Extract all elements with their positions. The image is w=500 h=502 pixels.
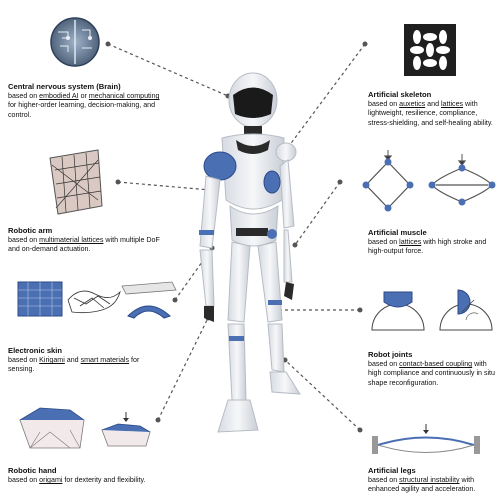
folded-origami-icon <box>101 412 151 447</box>
smart-materials-link[interactable]: smart materials <box>80 356 130 365</box>
embodied-ai-link[interactable]: embodied AI <box>39 92 79 101</box>
flat-plate-icon <box>121 281 177 295</box>
skeleton-title: Artificial skeleton <box>368 90 432 99</box>
origami-tower-icon <box>19 407 85 449</box>
structural-instability-link[interactable]: structural instability <box>399 476 460 485</box>
legs-caption: Artificial legs based on structural inst… <box>368 466 496 495</box>
leader-legs <box>284 359 361 431</box>
hand-caption: Robotic hand based on origami for dexter… <box>8 466 168 485</box>
skin-caption: Electronic skin based on Kirigami and sm… <box>8 346 148 375</box>
leader-muscle <box>294 181 341 246</box>
multimaterial-lattices-link[interactable]: multimaterial lattices <box>39 236 104 245</box>
leader-brain <box>107 43 229 97</box>
arm-caption: Robotic arm based on multimaterial latti… <box>8 226 168 255</box>
auxetic-block-icon <box>404 24 456 76</box>
muscle-lattice-compressed-nodes <box>428 164 496 206</box>
joint-contact-icon-1 <box>371 291 425 331</box>
leader-skin <box>174 247 213 301</box>
buckled-beam-icon <box>372 424 480 454</box>
lattice-column-icon <box>49 149 103 215</box>
muscle-caption: Artificial muscle based on lattices with… <box>368 228 496 257</box>
mechanical-computing-link[interactable]: mechanical computing <box>88 92 160 101</box>
muscle-title: Artificial muscle <box>368 228 427 237</box>
auxetics-link[interactable]: auxetics <box>399 100 426 109</box>
skeleton-caption: Artificial skeleton based on auxetics an… <box>368 90 496 128</box>
brain-caption: Central nervous system (Brain) based on … <box>8 82 168 120</box>
joints-caption: Robot joints based on contact-based coup… <box>368 350 495 387</box>
joints-title: Robot joints <box>368 350 413 359</box>
mesh-network-icon <box>67 290 121 314</box>
brain-icon <box>50 17 100 67</box>
legs-title: Artificial legs <box>368 466 416 475</box>
lattices-link[interactable]: lattices <box>440 100 464 109</box>
muscle-lattice-compressed-icon <box>431 154 493 203</box>
leader-lines <box>107 43 366 431</box>
leader-skeleton <box>279 43 366 159</box>
contact-coupling-link[interactable]: contact-based coupling <box>399 360 473 369</box>
leader-arm <box>117 181 211 191</box>
origami-link[interactable]: origami <box>39 476 63 485</box>
kirigami-link[interactable]: Kirigami <box>39 356 65 365</box>
bent-strip-icon <box>127 305 171 319</box>
joint-contact-icon-2 <box>439 289 493 331</box>
muscle-lattice-nodes <box>362 158 414 212</box>
kirigami-sheet-icon <box>17 281 63 317</box>
muscle-lattices-link[interactable]: lattices <box>399 238 422 247</box>
leader-hand <box>157 317 209 421</box>
humanoid-robot <box>199 72 301 433</box>
arm-title: Robotic arm <box>8 226 53 235</box>
hand-title: Robotic hand <box>8 466 57 475</box>
skin-title: Electronic skin <box>8 346 63 355</box>
brain-title: Central nervous system (Brain) <box>8 82 121 91</box>
